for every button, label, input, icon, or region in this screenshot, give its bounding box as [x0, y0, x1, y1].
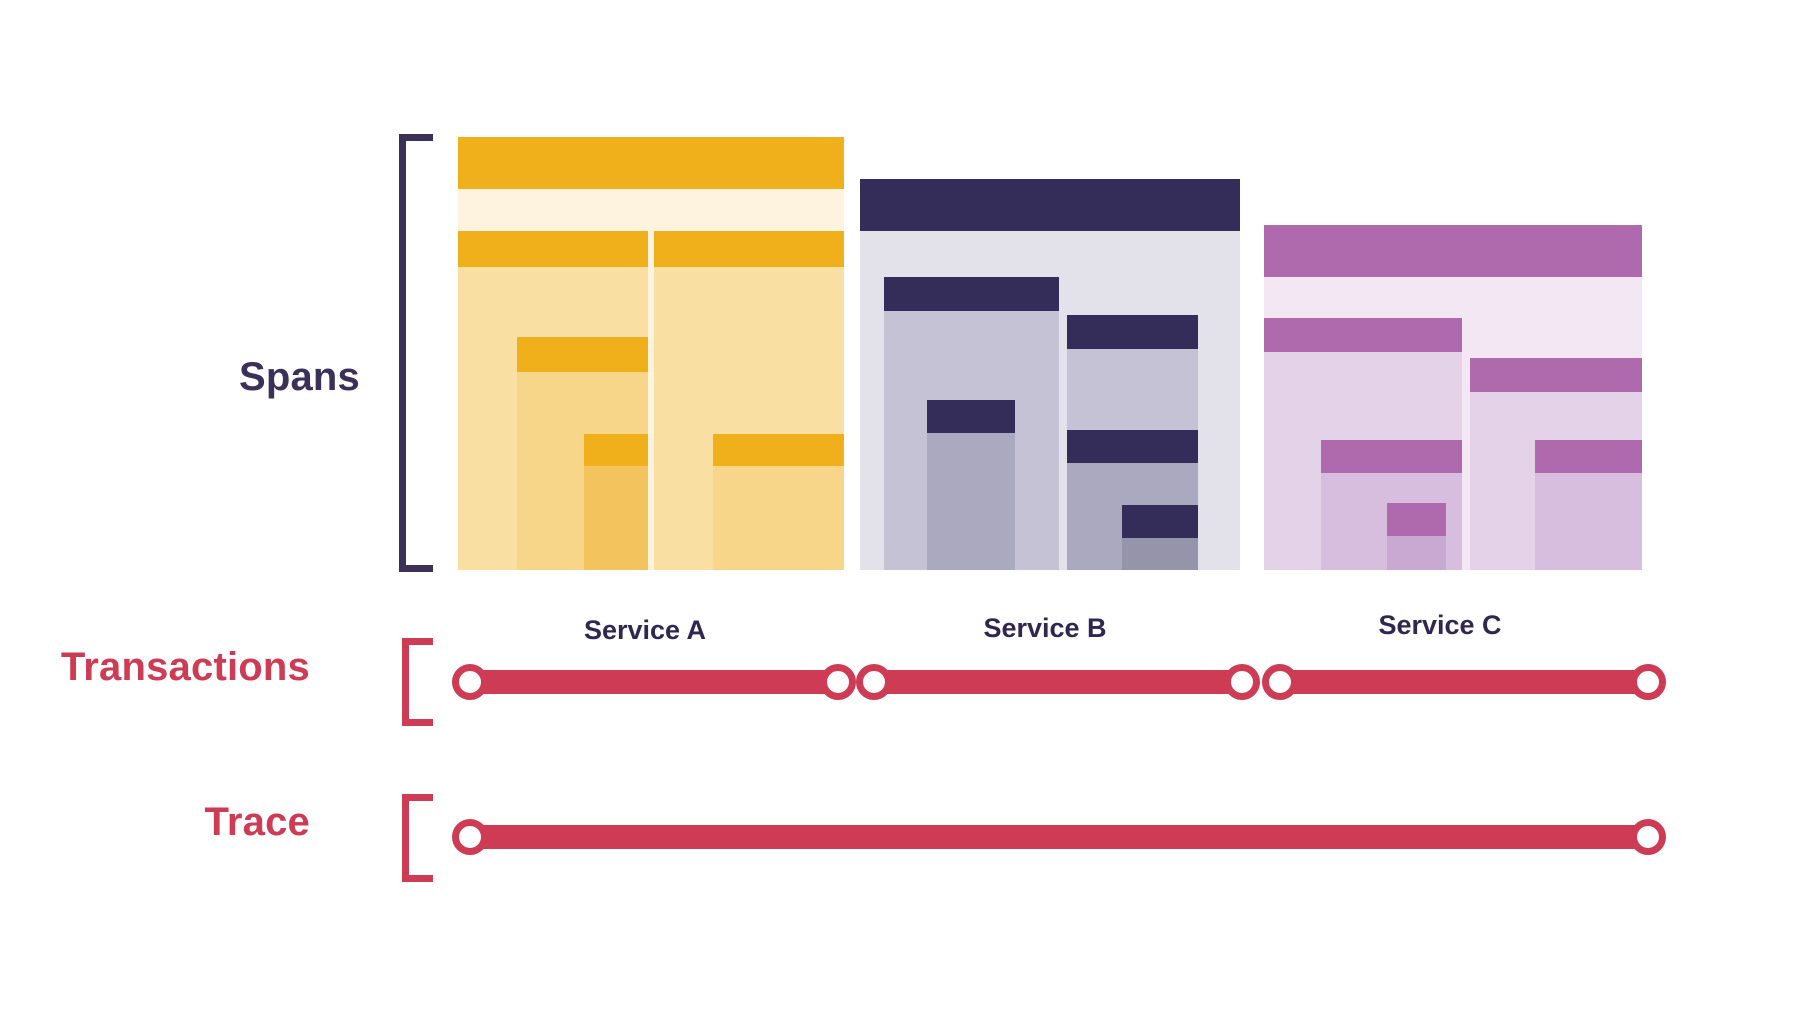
- span-a-grandchild1-head[interactable]: [517, 337, 648, 372]
- span-b-grandchild1-head[interactable]: [927, 400, 1015, 433]
- span-c-greatgrandchild-body[interactable]: [1387, 536, 1446, 570]
- transaction-service-a-start-node[interactable]: [452, 664, 488, 700]
- transaction-service-a-bar[interactable]: [458, 670, 838, 694]
- transaction-service-b-start-node[interactable]: [856, 664, 892, 700]
- span-a-child1-head[interactable]: [458, 231, 648, 267]
- span-c-grandchild2-body[interactable]: [1535, 473, 1642, 570]
- span-c-child1-head[interactable]: [1264, 318, 1462, 352]
- transactions-bracket: [402, 638, 433, 726]
- transaction-service-c-start-node[interactable]: [1262, 664, 1298, 700]
- span-a-root-head[interactable]: [458, 137, 844, 189]
- span-c-child2-head[interactable]: [1470, 358, 1642, 392]
- service-caption-service-b: Service B: [983, 613, 1107, 643]
- row-label-spans: Spans: [238, 355, 360, 399]
- span-group-service-b: [860, 0, 1240, 580]
- span-a-grandchild2-head[interactable]: [584, 434, 648, 466]
- span-c-grandchild1-head[interactable]: [1321, 440, 1462, 473]
- trace-line-bar[interactable]: [458, 825, 1648, 849]
- trace-line-end-node[interactable]: [1630, 819, 1666, 855]
- trace-line-start-node[interactable]: [452, 819, 488, 855]
- span-b-grandchild2-head[interactable]: [1067, 430, 1198, 463]
- spans-bracket: [399, 134, 433, 572]
- row-label-trace: Trace: [204, 800, 310, 844]
- transaction-service-b-end-node[interactable]: [1224, 664, 1260, 700]
- span-c-greatgrandchild-head[interactable]: [1387, 503, 1446, 536]
- service-caption-service-c: Service C: [1378, 610, 1502, 640]
- span-group-service-a: [458, 0, 844, 580]
- row-label-transactions: Transactions: [60, 645, 310, 689]
- span-a-grandchild2-body[interactable]: [584, 466, 648, 570]
- span-b-grandchild1-body[interactable]: [927, 433, 1015, 570]
- transaction-service-a-end-node[interactable]: [820, 664, 856, 700]
- service-caption-service-a: Service A: [583, 615, 707, 645]
- span-b-root-head[interactable]: [860, 179, 1240, 231]
- span-a-grandchild3-head[interactable]: [713, 434, 844, 466]
- span-c-grandchild2-head[interactable]: [1535, 440, 1642, 473]
- span-a-grandchild3-body[interactable]: [713, 466, 844, 570]
- trace-bracket: [402, 794, 433, 882]
- span-c-root-head[interactable]: [1264, 225, 1642, 277]
- span-b-greatgrandchild-body[interactable]: [1122, 538, 1198, 570]
- span-a-child2-head[interactable]: [654, 231, 844, 267]
- transaction-service-b-bar[interactable]: [862, 670, 1242, 694]
- span-b-child2-head[interactable]: [1067, 315, 1198, 349]
- span-b-greatgrandchild-head[interactable]: [1122, 505, 1198, 538]
- transaction-service-c-bar[interactable]: [1268, 670, 1648, 694]
- span-group-service-c: [1264, 0, 1642, 580]
- spans-area: [458, 0, 1642, 580]
- span-b-child1-head[interactable]: [884, 277, 1059, 311]
- transaction-service-c-end-node[interactable]: [1630, 664, 1666, 700]
